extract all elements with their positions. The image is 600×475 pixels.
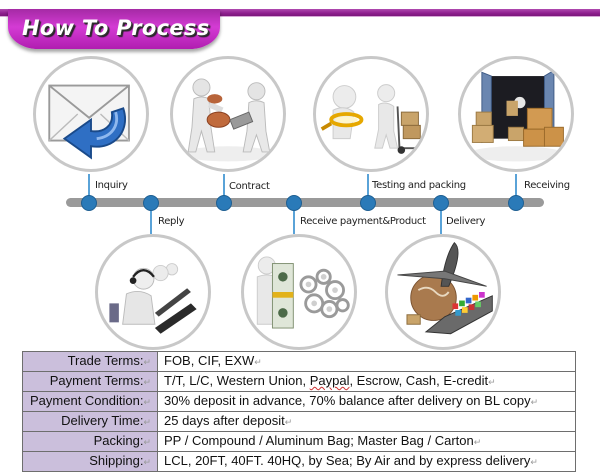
term-value: 30% deposit in advance, 70% balance afte…: [157, 391, 576, 412]
paragraph-mark: ↵: [284, 417, 293, 427]
paragraph-mark: ↵: [143, 397, 151, 407]
term-value: PP / Compound / Aluminum Bag; Master Bag…: [157, 431, 576, 452]
connector-reply: [150, 206, 152, 234]
step-label-receiving: Receiving: [524, 180, 570, 191]
table-row: Delivery Time:↵ 25 days after deposit↵: [22, 411, 576, 432]
table-row: Packing:↵ PP / Compound / Aluminum Bag; …: [22, 431, 576, 452]
header-rule: [0, 9, 600, 17]
timeline-node-receiving: [508, 195, 524, 211]
connector-testing: [367, 174, 369, 200]
connector-payment: [293, 206, 295, 234]
step-label-reply: Reply: [158, 216, 185, 227]
trade-terms-table: Trade Terms:↵ FOB, CIF, EXW↵ Payment Ter…: [22, 351, 576, 472]
timeline-node-contract: [216, 195, 232, 211]
paragraph-mark: ↵: [143, 457, 151, 467]
paragraph-mark: ↵: [473, 437, 482, 447]
term-key: Shipping:↵: [22, 451, 158, 472]
timeline-node-payment: [286, 195, 302, 211]
step-image-payment-product: [241, 234, 357, 350]
step-image-delivery: [385, 234, 501, 350]
paragraph-mark: ↵: [530, 457, 538, 467]
connector-contract: [223, 174, 225, 200]
page-title: How To Process: [22, 16, 210, 40]
shipping-container-boxes: [468, 69, 564, 162]
step-image-inquiry: [33, 56, 149, 172]
table-row: Payment Condition:↵ 30% deposit in advan…: [22, 391, 576, 412]
header-tab: [8, 9, 220, 49]
paragraph-mark: ↵: [530, 397, 539, 407]
envelope-reply-icon: [48, 84, 130, 160]
magnifier-and-hand-truck: [320, 84, 421, 154]
connector-receiving: [515, 174, 517, 200]
term-value: FOB, CIF, EXW↵: [157, 351, 576, 372]
term-value: T/T, L/C, Western Union, Paypal, Escrow,…: [157, 371, 576, 392]
paragraph-mark: ↵: [488, 377, 496, 387]
step-image-testing-packing: [313, 56, 429, 172]
paragraph-mark: ↵: [143, 437, 151, 447]
connector-delivery: [440, 206, 442, 234]
paragraph-mark: ↵: [143, 377, 151, 387]
paragraph-mark: ↵: [254, 357, 262, 367]
spellcheck-word: Paypal: [309, 373, 350, 388]
money-and-gears: [256, 256, 350, 329]
step-image-contract: [170, 56, 286, 172]
step-label-contract: Contract: [229, 181, 270, 192]
timeline-node-testing: [360, 195, 376, 211]
connector-inquiry: [88, 174, 90, 200]
paragraph-mark: ↵: [143, 357, 151, 367]
process-timeline-track: [66, 198, 544, 207]
paragraph-mark: ↵: [143, 417, 151, 427]
term-value: 25 days after deposit↵: [157, 411, 576, 432]
table-row: Trade Terms:↵ FOB, CIF, EXW↵: [22, 351, 576, 372]
timeline-node-delivery: [433, 195, 449, 211]
step-label-delivery: Delivery: [446, 216, 486, 227]
table-row: Shipping:↵ LCL, 20FT, 40FT. 40HQ, by Sea…: [22, 451, 576, 472]
term-key: Payment Terms:↵: [22, 371, 158, 392]
stamping-contract-figures: [182, 78, 274, 162]
timeline-node-reply: [143, 195, 159, 211]
term-key: Payment Condition:↵: [22, 391, 158, 412]
step-label-inquiry: Inquiry: [95, 180, 128, 191]
term-value: LCL, 20FT, 40FT. 40HQ, by Sea; By Air an…: [157, 451, 576, 472]
term-key: Trade Terms:↵: [22, 351, 158, 372]
step-label-payment: Receive payment&Product: [300, 216, 426, 227]
term-key: Delivery Time:↵: [22, 411, 158, 432]
step-image-receiving: [458, 56, 574, 172]
timeline-node-inquiry: [81, 195, 97, 211]
term-key: Packing:↵: [22, 431, 158, 452]
step-image-reply: [95, 234, 211, 350]
plane-globe-ship: [397, 242, 493, 335]
table-row: Payment Terms:↵ T/T, L/C, Western Union,…: [22, 371, 576, 392]
call-center-operators: [109, 263, 197, 334]
step-label-testing: Testing and packing: [372, 180, 466, 191]
